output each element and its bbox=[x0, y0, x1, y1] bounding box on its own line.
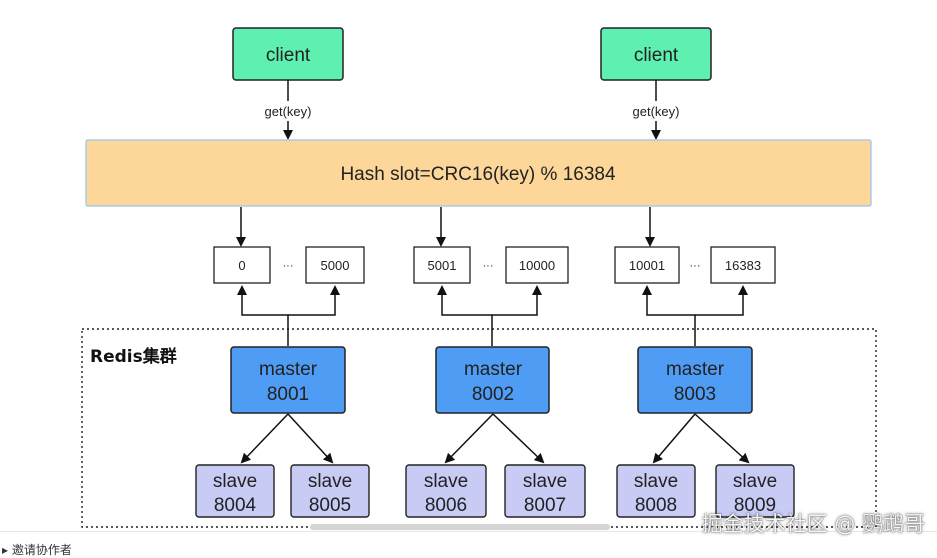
master-box-2 bbox=[435, 346, 550, 414]
play-icon: ▸ bbox=[2, 543, 12, 557]
replica-arrow-8007 bbox=[492, 413, 545, 464]
slot-start-1: 0 bbox=[238, 258, 245, 273]
slot-start-box-3 bbox=[614, 246, 680, 284]
master-port-2: 8002 bbox=[472, 384, 514, 405]
slave-label-8008: slave bbox=[634, 471, 678, 492]
slot-connector-2 bbox=[437, 285, 542, 346]
slot-connector-1 bbox=[237, 285, 340, 346]
slot-start-3: 10001 bbox=[629, 258, 665, 273]
master-label-2: master bbox=[464, 359, 523, 380]
slot-end-box-1 bbox=[305, 246, 365, 284]
slot-ellipsis-3: ··· bbox=[690, 260, 701, 272]
slot-end-2: 10000 bbox=[519, 258, 555, 273]
slave-port-8008: 8008 bbox=[635, 495, 677, 516]
client-label-2: client bbox=[634, 45, 679, 66]
master-box-1 bbox=[230, 346, 346, 414]
slave-label-8005: slave bbox=[308, 471, 352, 492]
hash-slot-bar bbox=[85, 139, 872, 207]
slot-connector-3 bbox=[642, 285, 748, 346]
replica-arrow-8004 bbox=[240, 413, 289, 464]
cluster-border bbox=[81, 328, 877, 528]
slave-port-8007: 8007 bbox=[524, 495, 566, 516]
slave-port-8009: 8009 bbox=[734, 495, 776, 516]
request-label-2: get(key) bbox=[633, 104, 680, 119]
slave-box-8009 bbox=[715, 464, 795, 518]
slave-box-8004 bbox=[195, 464, 275, 518]
slave-port-8006: 8006 bbox=[425, 495, 467, 516]
slave-label-8004: slave bbox=[213, 471, 257, 492]
replica-arrow-8008 bbox=[652, 413, 696, 464]
slot-ellipsis-1: ··· bbox=[283, 260, 294, 272]
invite-label: 邀请协作者 bbox=[11, 543, 72, 557]
master-label-3: master bbox=[666, 359, 725, 380]
invite-collaborators-link[interactable]: ▸ 邀请协作者 bbox=[2, 541, 72, 558]
slot-end-3: 16383 bbox=[725, 258, 761, 273]
master-label-1: master bbox=[259, 359, 318, 380]
slot-end-1: 5000 bbox=[321, 258, 350, 273]
replica-arrow-8006 bbox=[444, 413, 494, 464]
slave-box-8007 bbox=[504, 464, 586, 518]
slave-label-8007: slave bbox=[523, 471, 567, 492]
watermark: 掘金技术社区 @ 鹦鹉哥 bbox=[701, 512, 925, 536]
slave-box-8006 bbox=[405, 464, 487, 518]
hash-formula: Hash slot=CRC16(key) % 16384 bbox=[340, 164, 616, 185]
slot-start-box-2 bbox=[413, 246, 471, 284]
master-port-3: 8003 bbox=[674, 384, 716, 405]
client-label-1: client bbox=[266, 45, 311, 66]
slave-label-8009: slave bbox=[733, 471, 777, 492]
slave-box-8008 bbox=[616, 464, 696, 518]
slot-end-box-2 bbox=[505, 246, 569, 284]
replica-arrow-8005 bbox=[287, 413, 334, 464]
slave-box-8005 bbox=[290, 464, 370, 518]
request-label-1: get(key) bbox=[265, 104, 312, 119]
cluster-label: Redis集群 bbox=[90, 346, 177, 367]
slave-port-8005: 8005 bbox=[309, 495, 351, 516]
slave-port-8004: 8004 bbox=[214, 495, 257, 516]
master-port-1: 8001 bbox=[267, 384, 309, 405]
horizontal-scrollbar[interactable] bbox=[310, 524, 610, 530]
slave-label-8006: slave bbox=[424, 471, 468, 492]
slot-start-box-1 bbox=[213, 246, 271, 284]
master-box-3 bbox=[637, 346, 753, 414]
slot-end-box-3 bbox=[710, 246, 776, 284]
replica-arrow-8009 bbox=[694, 413, 750, 464]
slot-ellipsis-2: ··· bbox=[483, 260, 494, 272]
slot-start-2: 5001 bbox=[428, 258, 457, 273]
bottom-toolbar bbox=[0, 531, 937, 553]
